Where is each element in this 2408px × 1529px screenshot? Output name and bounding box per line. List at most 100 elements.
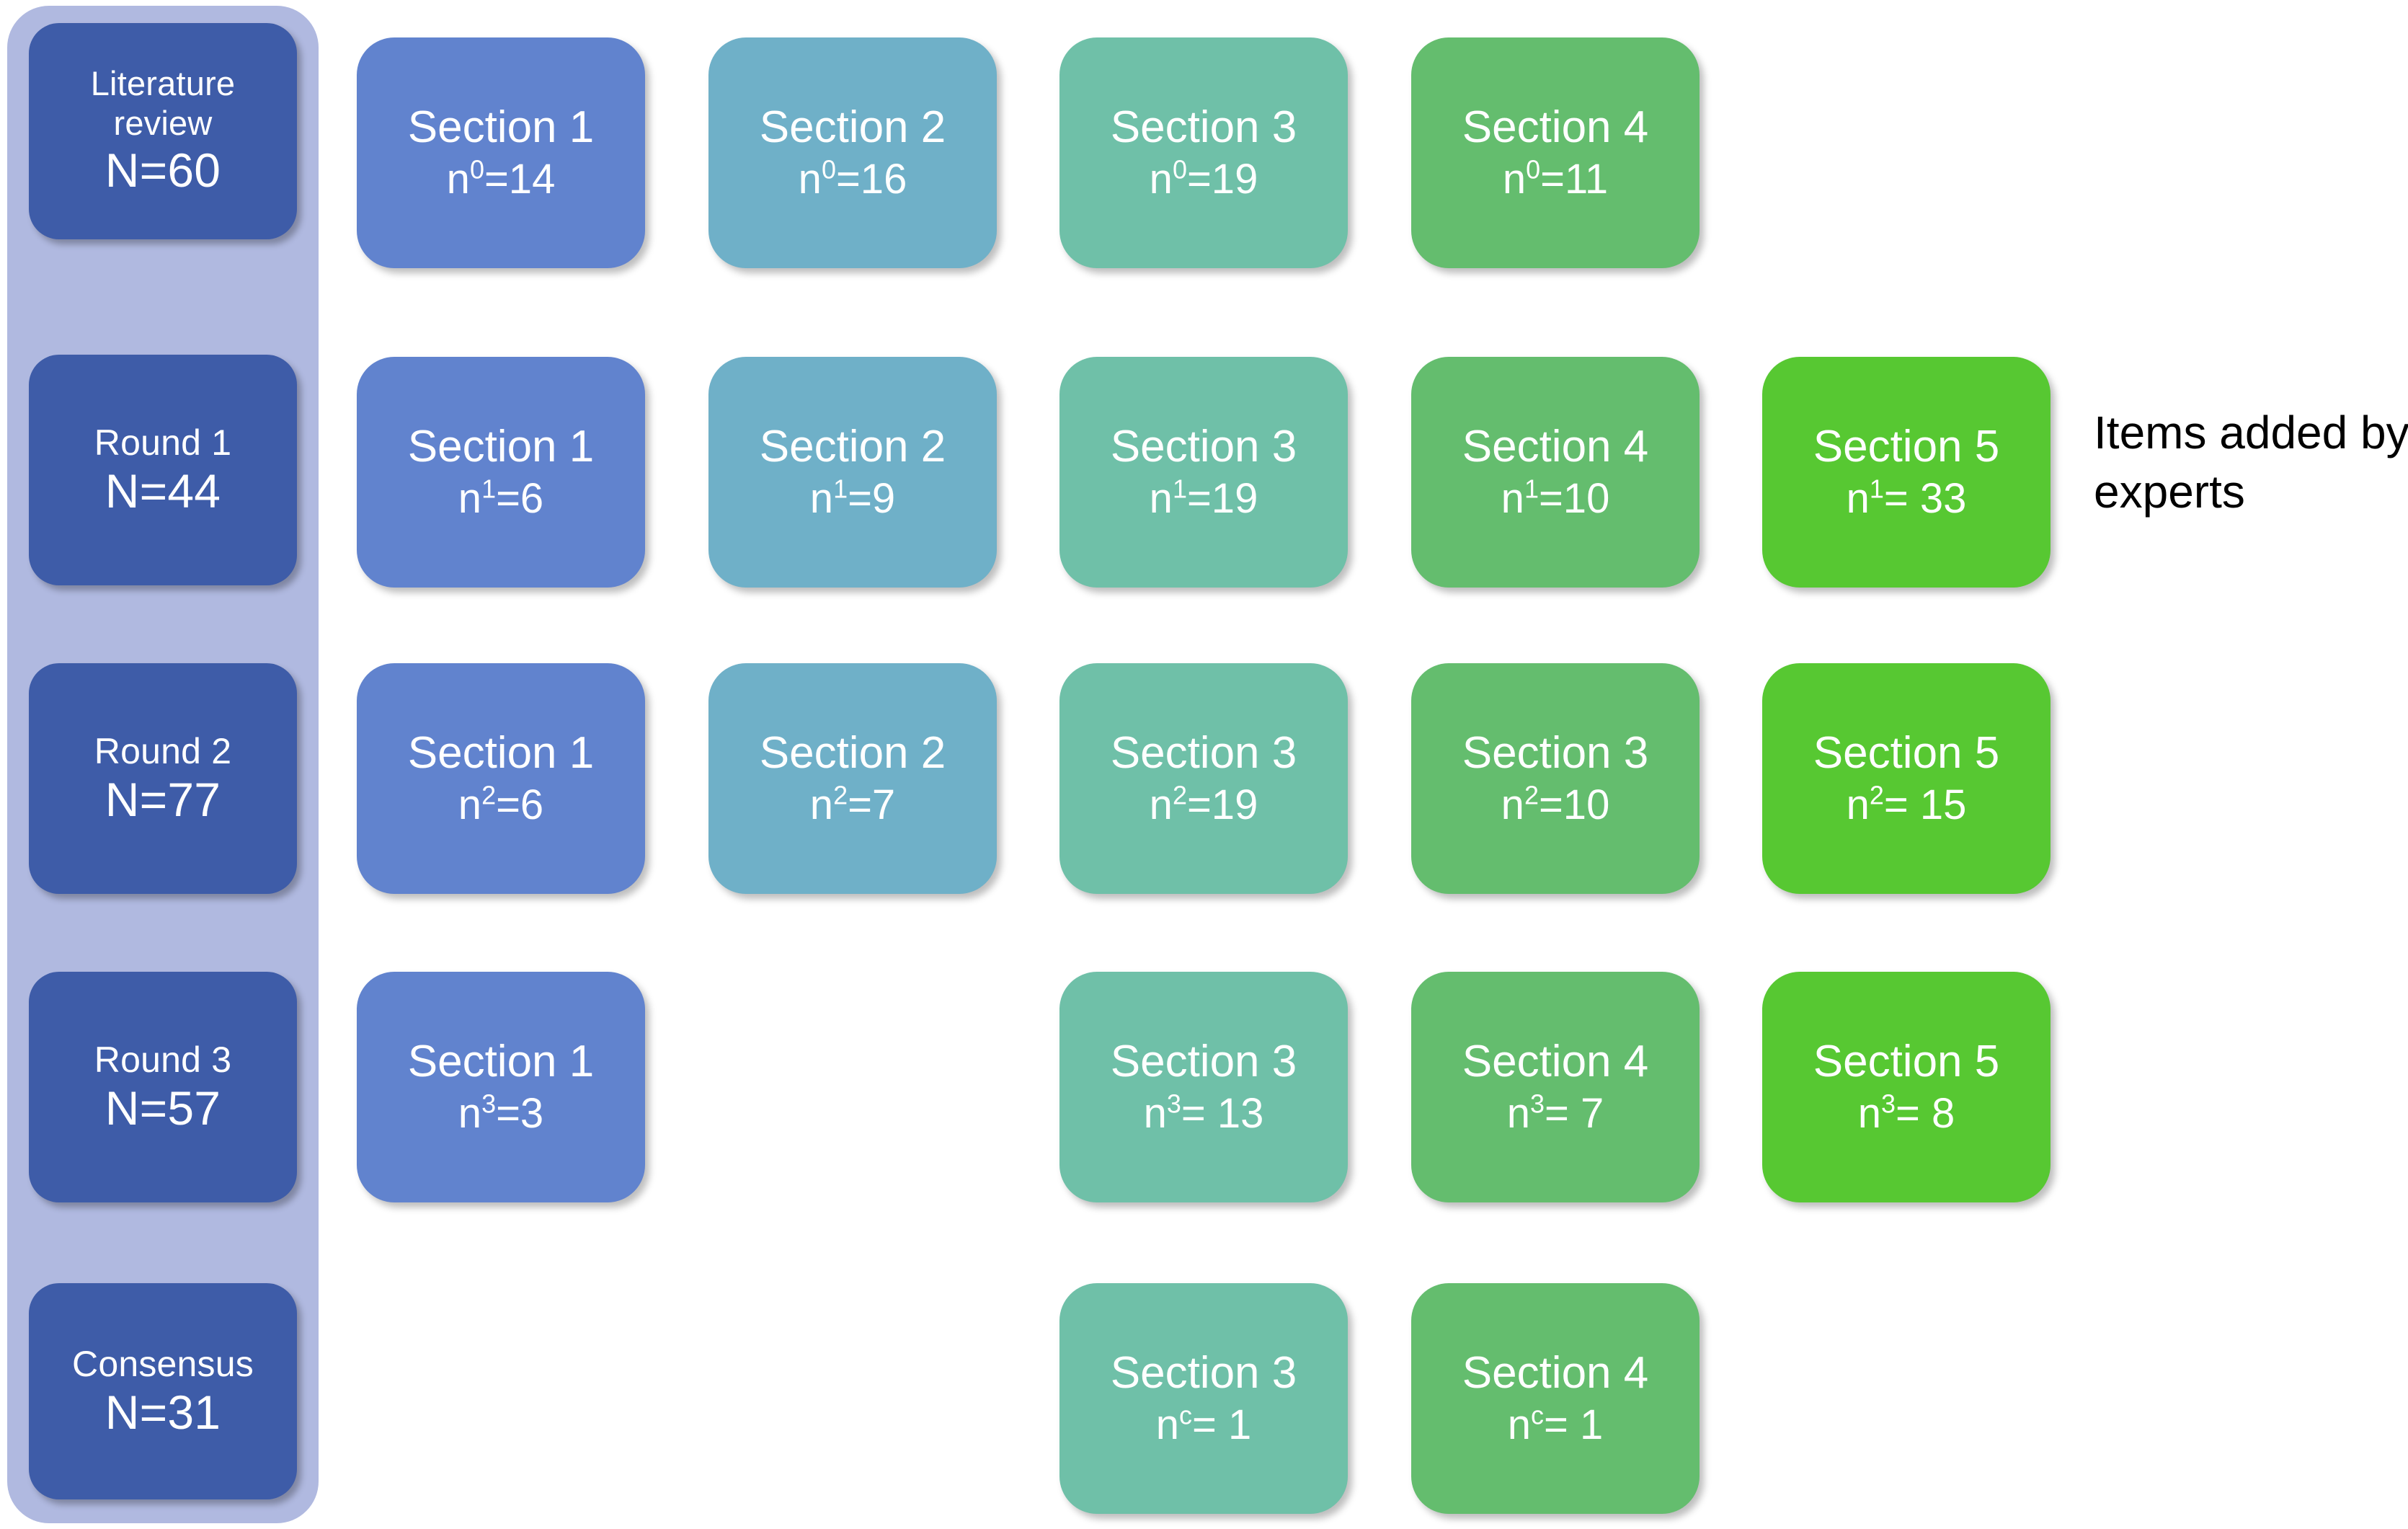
count-superscript: 3 [481,1089,497,1120]
count-superscript: 0 [1526,155,1541,185]
card-row3-section-3[interactable]: Section 3 n3= 13 [1059,972,1348,1202]
card-count: n0=11 [1503,154,1608,205]
card-row2-section-2[interactable]: Section 2 n2=7 [708,663,997,894]
count-prefix: n [1155,1401,1180,1449]
count-superscript: 2 [1524,781,1539,811]
count-prefix: n [1857,1090,1881,1138]
card-title: Section 1 [407,1036,595,1086]
count-suffix: =7 [848,781,896,829]
count-prefix: n [446,156,470,203]
count-superscript: 3 [1530,1089,1545,1120]
count-suffix: =10 [1538,475,1610,523]
card-row2-section-1[interactable]: Section 1 n2=6 [357,663,645,894]
stage-label-line2: review [113,103,213,142]
card-count: n2=10 [1501,780,1610,831]
card-count: n2=6 [458,780,543,831]
stage-n-value: N=31 [105,1385,221,1439]
card-row1-section-2[interactable]: Section 2 n1=9 [708,357,997,588]
card-title: Section 1 [407,727,595,778]
card-row2-section-4[interactable]: Section 3 n2=10 [1411,663,1700,894]
card-title: Section 3 [1462,727,1649,778]
count-suffix: =6 [496,475,544,523]
count-suffix: =16 [835,156,907,203]
card-row3-section-1[interactable]: Section 1 n3=3 [357,972,645,1202]
stage-box-literature-review[interactable]: Literature review N=60 [29,23,297,239]
stage-box-round-2[interactable]: Round 2 N=77 [29,663,297,894]
annotation-items-added-by-experts: Items added by experts [2094,407,2408,518]
stage-box-consensus[interactable]: Consensus N=31 [29,1283,297,1499]
count-prefix: n [1149,475,1173,523]
card-count: n1=19 [1150,474,1258,525]
count-prefix: n [1506,1090,1530,1138]
count-superscript: 2 [833,781,848,811]
card-row2-section-5[interactable]: Section 5 n2= 15 [1762,663,2051,894]
count-prefix: n [1846,781,1870,829]
card-count: n1=10 [1501,474,1610,525]
card-title: Section 1 [407,102,595,152]
card-count: n2=7 [810,780,895,831]
count-prefix: n [798,156,822,203]
count-prefix: n [1149,156,1173,203]
card-row4-section-3[interactable]: Section 3 nc= 1 [1059,1283,1348,1514]
card-row1-section-1[interactable]: Section 1 n1=6 [357,357,645,588]
card-title: Section 2 [759,727,946,778]
card-count: n3= 7 [1507,1089,1604,1140]
count-prefix: n [1501,475,1524,523]
card-row4-section-4[interactable]: Section 4 nc= 1 [1411,1283,1700,1514]
count-superscript: 2 [1869,781,1884,811]
stage-label-line1: Literature [90,64,236,103]
count-superscript: 2 [1172,781,1187,811]
count-prefix: n [1502,156,1527,203]
count-suffix: =9 [848,475,896,523]
card-row1-section-5[interactable]: Section 5 n1= 33 [1762,357,2051,588]
card-title: Section 4 [1462,102,1649,152]
count-superscript: c [1179,1401,1192,1431]
card-row1-section-3[interactable]: Section 3 n1=19 [1059,357,1348,588]
card-row0-section-3[interactable]: Section 3 n0=19 [1059,37,1348,268]
stage-n-value: N=77 [105,772,221,826]
card-row0-section-2[interactable]: Section 2 n0=16 [708,37,997,268]
card-row0-section-4[interactable]: Section 4 n0=11 [1411,37,1700,268]
count-prefix: n [458,475,482,523]
count-suffix: =14 [484,156,556,203]
card-count: n2=19 [1150,780,1258,831]
card-title: Section 3 [1110,421,1297,471]
count-prefix: n [458,781,482,829]
stage-label: Round 1 [94,422,232,463]
stage-box-round-1[interactable]: Round 1 N=44 [29,355,297,585]
count-suffix: = 33 [1883,475,1967,523]
count-suffix: =6 [496,781,544,829]
count-superscript: 3 [1881,1089,1896,1120]
count-suffix: = 8 [1896,1090,1955,1138]
card-row1-section-4[interactable]: Section 4 n1=10 [1411,357,1700,588]
card-count: nc= 1 [1508,1400,1604,1451]
card-row3-section-5[interactable]: Section 5 n3= 8 [1762,972,2051,1202]
card-title: Section 4 [1462,1036,1649,1086]
card-count: n2= 15 [1847,780,1967,831]
card-title: Section 1 [407,421,595,471]
card-count: n0=19 [1150,154,1258,205]
count-suffix: =10 [1538,781,1610,829]
card-count: n3= 13 [1144,1089,1264,1140]
count-prefix: n [809,781,834,829]
card-title: Section 5 [1813,1036,2000,1086]
card-row2-section-3[interactable]: Section 3 n2=19 [1059,663,1348,894]
count-prefix: n [809,475,834,523]
card-count: n1= 33 [1847,474,1967,525]
count-suffix: = 15 [1883,781,1967,829]
card-count: n0=16 [799,154,907,205]
count-suffix: =19 [1186,475,1258,523]
count-prefix: n [1846,475,1870,523]
count-prefix: n [1501,781,1524,829]
count-prefix: n [1507,1401,1532,1449]
card-row3-section-4[interactable]: Section 4 n3= 7 [1411,972,1700,1202]
card-title: Section 2 [759,102,946,152]
stage-box-round-3[interactable]: Round 3 N=57 [29,972,297,1202]
card-row0-section-1[interactable]: Section 1 n0=14 [357,37,645,268]
count-prefix: n [1143,1090,1167,1138]
card-title: Section 3 [1110,102,1297,152]
count-superscript: 1 [833,474,848,505]
card-count: n0=14 [447,154,556,205]
stage-label: Round 2 [94,730,232,771]
